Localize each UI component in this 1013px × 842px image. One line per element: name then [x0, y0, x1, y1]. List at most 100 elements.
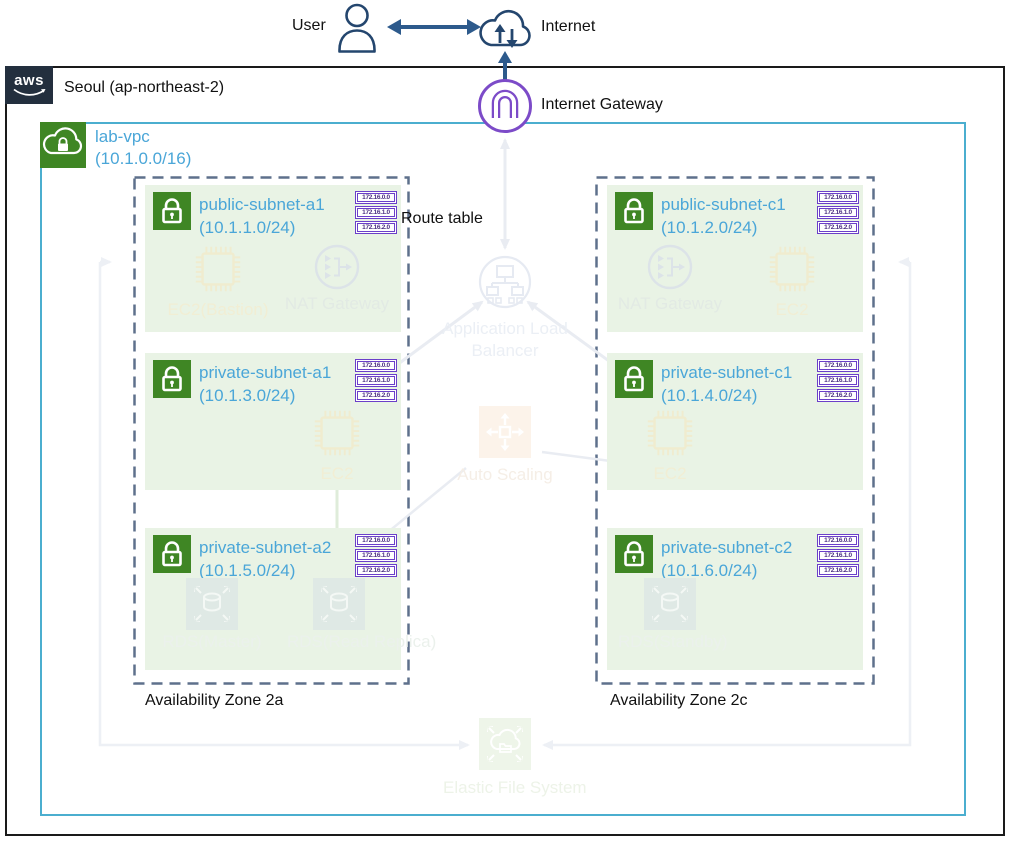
route-entry: 172.16.0.0 [819, 193, 857, 202]
route-table-badges: 172.16.0.0 172.16.1.0 172.16.2.0 [817, 534, 859, 577]
route-table-badge: 172.16.0.0 [817, 191, 859, 204]
rds-icon [186, 578, 238, 630]
service-label: Elastic File System [443, 778, 587, 797]
route-table-badge: 172.16.0.0 [817, 534, 859, 547]
service-ec2-c: EC2 [736, 240, 848, 320]
vpc-name: lab-vpc [95, 127, 150, 146]
route-table-badges: 172.16.0.0 172.16.1.0 172.16.2.0 [355, 191, 397, 234]
auto-scaling-icon [479, 406, 531, 458]
service-label: RDS(Master) [162, 632, 262, 651]
internet-cloud-icon [479, 10, 531, 48]
route-table-badge: 172.16.1.0 [355, 374, 397, 387]
service-label: EC2 [320, 464, 354, 483]
subnet-lock-icon [153, 360, 191, 398]
subnet-title: private-subnet-a1 (10.1.3.0/24) [199, 361, 331, 407]
service-rds-master: RDS(Master) [160, 578, 264, 652]
route-table-badge: 172.16.0.0 [355, 359, 397, 372]
internet-gateway-label: Internet Gateway [541, 96, 663, 113]
service-ec2-a1: EC2 [285, 404, 389, 484]
aws-logo: aws [5, 66, 53, 104]
service-label: RDS(Read Replica) [287, 632, 437, 651]
route-table-badge: 172.16.1.0 [817, 549, 859, 562]
route-entry: 172.16.2.0 [357, 566, 395, 575]
region-title: Seoul (ap-northeast-2) [64, 79, 225, 96]
route-table-badge: 172.16.2.0 [355, 564, 397, 577]
service-label: RDS(Standby) [618, 632, 728, 651]
user-label: User [292, 17, 326, 34]
user-icon [338, 3, 376, 53]
vpc-icon [40, 122, 86, 168]
subnet-name: public-subnet-c1 [661, 195, 786, 214]
service-label: NAT Gateway [284, 294, 390, 313]
route-table-badge: 172.16.2.0 [355, 221, 397, 234]
subnet-lock-icon [615, 535, 653, 573]
route-table-badge: 172.16.1.0 [817, 374, 859, 387]
service-efs: Elastic File System [443, 718, 587, 798]
route-table-badge: 172.16.2.0 [355, 389, 397, 402]
user-internet-arrow [387, 19, 481, 35]
route-entry: 172.16.0.0 [819, 361, 857, 370]
efs-icon [479, 718, 531, 770]
subnet-lock-icon [153, 192, 191, 230]
route-table-badge: 172.16.2.0 [817, 221, 859, 234]
route-entry: 172.16.1.0 [357, 208, 395, 217]
route-entry: 172.16.0.0 [819, 536, 857, 545]
rds-icon [644, 578, 696, 630]
route-table-badge: 172.16.0.0 [355, 534, 397, 547]
service-auto-scaling: Auto Scaling [445, 406, 565, 485]
rds-icon [313, 578, 365, 630]
service-label: EC2 [653, 464, 687, 483]
subnet-name: private-subnet-c1 [661, 363, 793, 382]
route-entry: 172.16.2.0 [819, 391, 857, 400]
route-table-label: Route table [401, 210, 483, 227]
route-entry: 172.16.1.0 [819, 208, 857, 217]
service-label: NAT Gateway [617, 294, 723, 313]
service-nat-gateway-a: NAT Gateway [281, 242, 393, 314]
subnet-title: public-subnet-c1 (10.1.2.0/24) [661, 193, 786, 239]
service-rds-read-replica: RDS(Read Replica) [287, 578, 437, 652]
az-2a-label: Availability Zone 2a [145, 692, 284, 709]
route-table-badge: 172.16.2.0 [817, 389, 859, 402]
subnet-cidr: (10.1.2.0/24) [661, 218, 758, 237]
subnet-title: public-subnet-a1 (10.1.1.0/24) [199, 193, 325, 239]
subnet-title: private-subnet-c2 (10.1.6.0/24) [661, 536, 792, 582]
route-table-badge: 172.16.1.0 [355, 549, 397, 562]
route-entry: 172.16.2.0 [357, 391, 395, 400]
ec2-icon [769, 246, 815, 292]
nat-gateway-icon [647, 244, 693, 290]
subnet-name: public-subnet-a1 [199, 195, 325, 214]
aws-logo-text: aws [14, 71, 44, 89]
route-table-badge: 172.16.1.0 [817, 206, 859, 219]
service-ec2-c1: EC2 [618, 404, 722, 484]
ec2-icon [647, 410, 693, 456]
ec2-icon [195, 246, 241, 292]
subnet-cidr: (10.1.1.0/24) [199, 218, 296, 237]
internet-gateway-icon [478, 79, 532, 133]
subnet-lock-icon [615, 360, 653, 398]
subnet-lock-icon [153, 535, 191, 573]
az-2c-label: Availability Zone 2c [610, 692, 748, 709]
route-table-badges: 172.16.0.0 172.16.1.0 172.16.2.0 [355, 534, 397, 577]
route-entry: 172.16.2.0 [819, 223, 857, 232]
subnet-name: private-subnet-a2 [199, 538, 332, 557]
route-entry: 172.16.0.0 [357, 536, 395, 545]
subnet-title: private-subnet-c1 (10.1.4.0/24) [661, 361, 792, 407]
route-entry: 172.16.1.0 [357, 376, 395, 385]
subnet-name: private-subnet-a1 [199, 363, 332, 382]
route-entry: 172.16.0.0 [357, 193, 395, 202]
ec2-icon [314, 410, 360, 456]
subnet-lock-icon [615, 192, 653, 230]
route-entry: 172.16.1.0 [819, 551, 857, 560]
vpc-cidr: (10.1.0.0/16) [95, 149, 192, 168]
service-alb: Application Load Balancer [440, 254, 570, 362]
service-rds-standby: RDS(Standby) [618, 578, 728, 652]
subnet-name: private-subnet-c2 [661, 538, 793, 557]
route-entry: 172.16.2.0 [357, 223, 395, 232]
route-table-badge: 172.16.0.0 [355, 191, 397, 204]
route-table-badges: 172.16.0.0 172.16.1.0 172.16.2.0 [355, 359, 397, 402]
service-label: Application Load Balancer [442, 319, 568, 360]
route-entry: 172.16.0.0 [357, 361, 395, 370]
alb-icon [478, 255, 532, 309]
route-table-badges: 172.16.0.0 172.16.1.0 172.16.2.0 [817, 359, 859, 402]
